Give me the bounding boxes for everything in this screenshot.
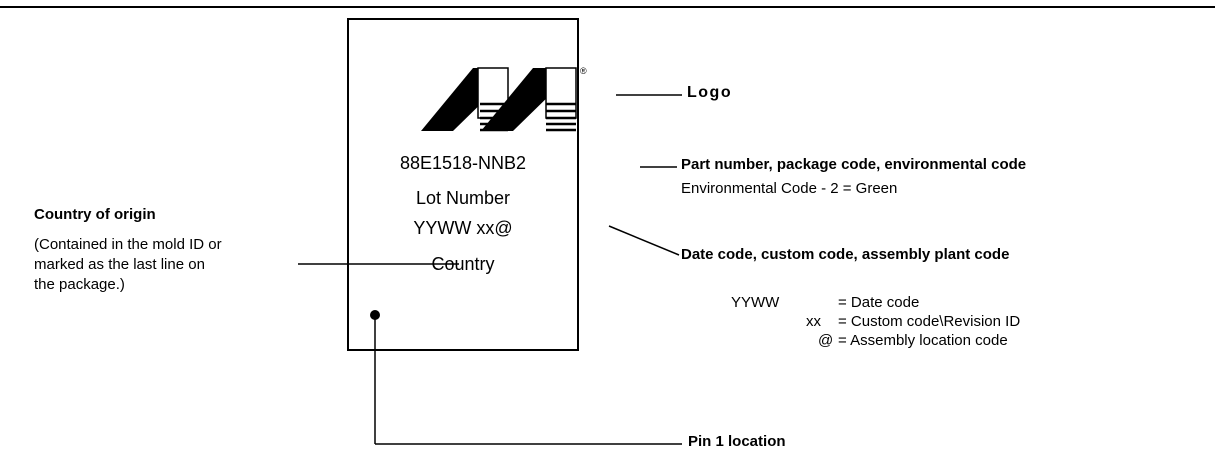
pin1-location-label: Pin 1 location: [688, 433, 786, 450]
registered-mark: ®: [580, 66, 587, 76]
legend-key-xx: xx: [806, 313, 821, 330]
legend-key-at: @: [818, 332, 834, 349]
environmental-code-label: Environmental Code - 2 = Green: [681, 180, 898, 197]
date-leader: [608, 225, 680, 256]
country-desc-line-3: the package.): [34, 276, 125, 293]
lot-number-text: Lot Number: [415, 188, 511, 208]
part-number-label: Part number, package code, environmental…: [681, 156, 1027, 173]
legend-value-yyww: = Date code: [838, 294, 920, 311]
legend-key-yyww: YYWW: [731, 294, 780, 311]
country-desc-line-2: marked as the last line on: [34, 256, 205, 273]
legend-value-xx: = Custom code\Revision ID: [838, 313, 1021, 330]
marvell-logo-icon: [421, 67, 577, 132]
pin1-dot: [370, 310, 380, 320]
legend-value-at: = Assembly location code: [838, 332, 1008, 349]
logo-label: Logo: [687, 84, 733, 101]
package-outline: [347, 18, 579, 351]
part-number-text: 88E1518-NNB2: [399, 153, 527, 173]
date-code-text: YYWW xx@: [413, 218, 513, 238]
date-code-label: Date code, custom code, assembly plant c…: [681, 246, 1010, 263]
country-of-origin-label: Country of origin: [34, 206, 156, 223]
country-desc-line-1: (Contained in the mold ID or: [34, 236, 222, 253]
country-text: Country: [431, 254, 495, 274]
